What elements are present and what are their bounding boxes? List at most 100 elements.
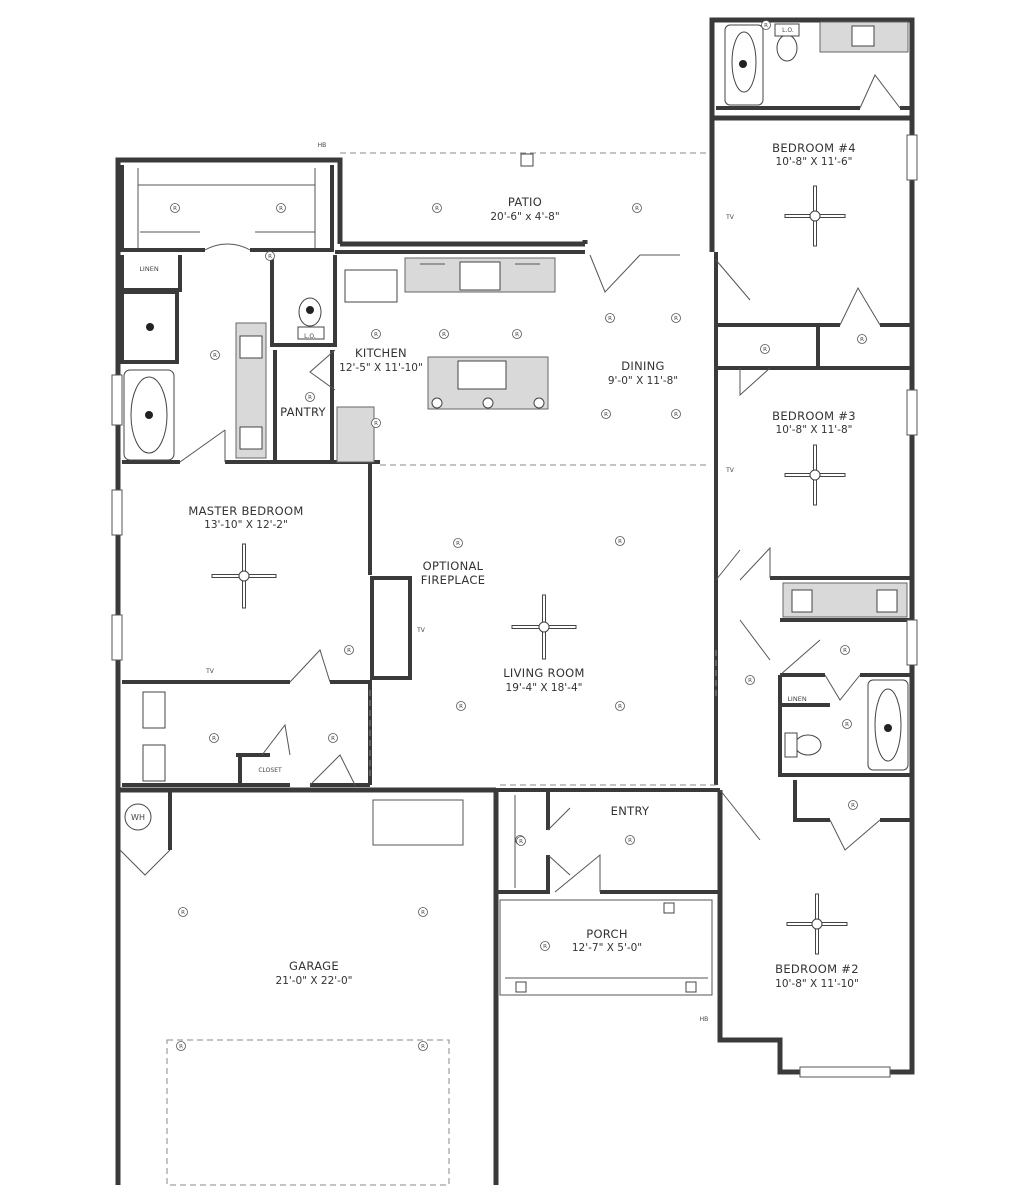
recessed-lights: RRRRRRRRRRRRRRRRRRRRRRRRRRRRRRRRRRRRR <box>170 20 867 1051</box>
recessed-light-icon <box>210 350 220 360</box>
recessed-light-label: R <box>179 1044 183 1050</box>
recessed-light-label: R <box>279 206 283 212</box>
lo-label-bath4: L.O. <box>782 27 794 34</box>
recessed-light-icon <box>432 203 442 213</box>
recessed-light-label: R <box>843 648 847 654</box>
recessed-light-icon <box>671 313 681 323</box>
recessed-light-icon <box>516 836 526 846</box>
bedroom2-label: BEDROOM #2 <box>775 962 859 976</box>
recessed-light-icon <box>371 329 381 339</box>
lo-label-master: L.O. <box>304 333 316 340</box>
kitchen-dim: 12'-5" X 11'-10" <box>339 362 423 374</box>
recessed-light-icon <box>276 203 286 213</box>
exterior-walls <box>115 17 915 1185</box>
recessed-light-label: R <box>618 704 622 710</box>
kitchen-fixtures <box>235 257 556 463</box>
patio-label: PATIO <box>508 195 542 209</box>
recessed-light-icon <box>842 719 852 729</box>
ceiling-fans <box>211 185 848 955</box>
garage-dim: 21'-0" X 22'-0" <box>276 975 353 987</box>
garage-label: GARAGE <box>289 959 339 973</box>
recessed-light-icon <box>671 409 681 419</box>
recessed-light-icon <box>761 20 771 30</box>
small-labels: LINEN LINEN CLOSET WH HB HB L.O. L.O. TV… <box>131 27 807 1023</box>
recessed-light-label: R <box>635 206 639 212</box>
recessed-light-label: R <box>213 353 217 359</box>
entry-label: ENTRY <box>611 804 650 818</box>
recessed-light-icon <box>439 329 449 339</box>
interior-walls <box>118 106 912 894</box>
recessed-light-label: R <box>308 395 312 401</box>
recessed-light-label: R <box>674 412 678 418</box>
recessed-light-label: R <box>851 803 855 809</box>
door-swings <box>119 74 901 893</box>
tv-master: TV <box>205 668 215 675</box>
recessed-light-icon <box>615 536 625 546</box>
bedroom2-dim: 10'-8" X 11'-10" <box>775 978 859 990</box>
kitchen-label: KITCHEN <box>355 346 407 360</box>
living-room-label: LIVING ROOM <box>503 666 585 680</box>
recessed-light-label: R <box>515 332 519 338</box>
recessed-light-icon <box>456 701 466 711</box>
recessed-light-icon <box>453 538 463 548</box>
recessed-light-icon <box>176 1041 186 1051</box>
recessed-light-label: R <box>519 839 523 845</box>
fireplace-label-2: FIREPLACE <box>421 573 486 587</box>
tv-living: TV <box>416 627 426 634</box>
hose-bib-label: HB <box>318 142 327 149</box>
recessed-light-icon <box>170 203 180 213</box>
patio-dim: 20'-6" x 4'-8" <box>490 211 559 223</box>
recessed-light-icon <box>265 251 275 261</box>
recessed-light-icon <box>632 203 642 213</box>
linen-label: LINEN <box>139 265 159 273</box>
hose-bib2-label: HB <box>700 1016 709 1023</box>
recessed-light-label: R <box>442 332 446 338</box>
tv-bed3: TV <box>725 467 735 474</box>
water-heater-label: WH <box>131 813 145 822</box>
bedroom3-dim: 10'-8" X 11'-8" <box>776 424 853 436</box>
recessed-light-label: R <box>604 412 608 418</box>
recessed-light-label: R <box>628 838 632 844</box>
recessed-light-label: R <box>421 910 425 916</box>
patio-post <box>520 153 534 167</box>
fan-bedroom4-icon <box>784 185 846 247</box>
recessed-light-label: R <box>748 678 752 684</box>
recessed-light-label: R <box>459 704 463 710</box>
bedroom4-dim: 10'-8" X 11'-6" <box>776 156 853 168</box>
recessed-light-label: R <box>674 316 678 322</box>
recessed-light-icon <box>745 675 755 685</box>
dining-label: DINING <box>621 359 665 373</box>
recessed-light-label: R <box>212 736 216 742</box>
recessed-light-icon <box>840 645 850 655</box>
recessed-light-label: R <box>374 332 378 338</box>
recessed-light-icon <box>848 800 858 810</box>
recessed-light-label: R <box>860 337 864 343</box>
recessed-light-icon <box>615 701 625 711</box>
fan-bedroom2-icon <box>786 893 848 955</box>
recessed-light-label: R <box>331 736 335 742</box>
recessed-light-label: R <box>347 648 351 654</box>
recessed-light-label: R <box>173 206 177 212</box>
fireplace-label-1: OPTIONAL <box>423 559 484 573</box>
recessed-light-label: R <box>608 316 612 322</box>
fan-living-icon <box>511 594 577 660</box>
bath-fixtures <box>123 21 909 831</box>
recessed-light-label: R <box>763 347 767 353</box>
recessed-light-label: R <box>435 206 439 212</box>
recessed-light-icon <box>328 733 338 743</box>
recessed-light-label: R <box>421 1044 425 1050</box>
porch-label: PORCH <box>586 927 628 941</box>
dining-dim: 9'-0" X 11'-8" <box>608 375 678 387</box>
recessed-light-icon <box>857 334 867 344</box>
recessed-light-label: R <box>268 254 272 260</box>
tv-bed4: TV <box>725 214 735 221</box>
recessed-light-label: R <box>181 910 185 916</box>
recessed-light-icon <box>305 392 315 402</box>
recessed-light-icon <box>625 835 635 845</box>
recessed-light-label: R <box>618 539 622 545</box>
porch-dim: 12'-7" X 5'-0" <box>572 942 642 954</box>
linen2-label: LINEN <box>787 695 807 703</box>
fan-bedroom3-icon <box>784 444 846 506</box>
recessed-light-icon <box>418 1041 428 1051</box>
